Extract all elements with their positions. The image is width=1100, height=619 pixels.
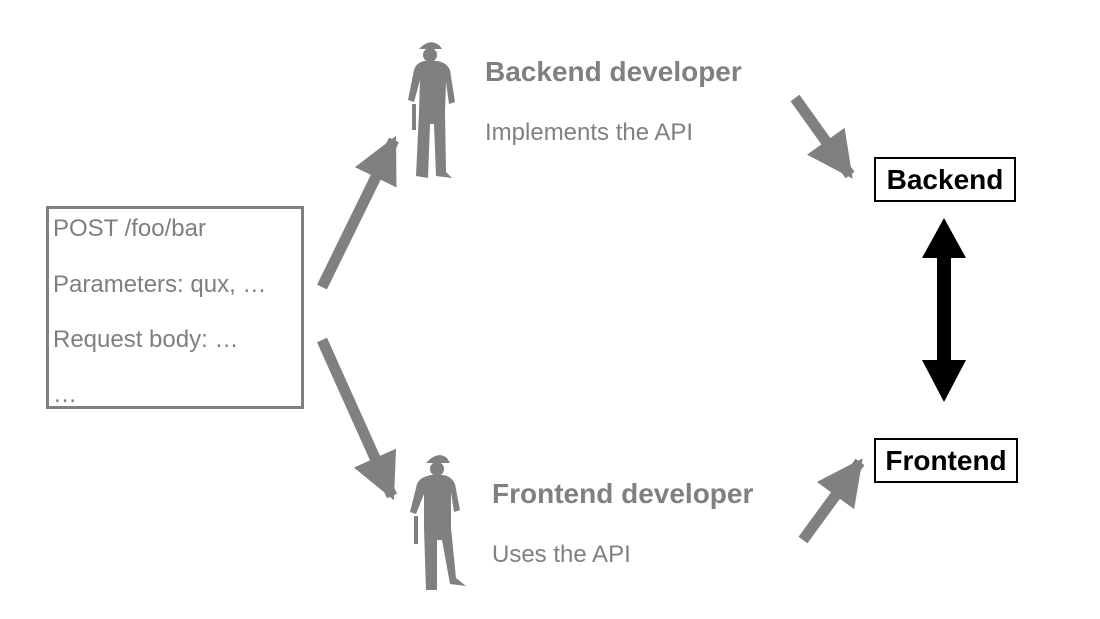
frontend-developer-title: Frontend developer xyxy=(492,478,754,509)
construction-worker-icon xyxy=(410,455,466,590)
arrow-backend-dev-to-backend xyxy=(790,94,855,179)
arrow-spec-to-frontend-dev xyxy=(316,337,398,501)
backend-developer-desc: Implements the API xyxy=(485,119,694,146)
construction-worker-icon xyxy=(408,42,455,178)
spec-ellipsis: … xyxy=(53,381,77,408)
api-spec-box: POST /foo/bar Parameters: qux, … Request… xyxy=(46,206,304,409)
spec-parameters: Parameters: qux, … xyxy=(53,271,267,298)
frontend-box: Frontend xyxy=(874,438,1018,483)
double-arrow-backend-frontend xyxy=(922,218,966,402)
frontend-developer-desc: Uses the API xyxy=(492,541,631,568)
backend-developer-title: Backend developer xyxy=(485,56,742,87)
backend-box: Backend xyxy=(874,157,1016,202)
spec-endpoint: POST /foo/bar xyxy=(53,215,206,242)
arrow-frontend-dev-to-frontend xyxy=(798,458,865,544)
spec-request-body: Request body: … xyxy=(53,326,239,353)
arrow-spec-to-backend-dev xyxy=(317,135,399,290)
